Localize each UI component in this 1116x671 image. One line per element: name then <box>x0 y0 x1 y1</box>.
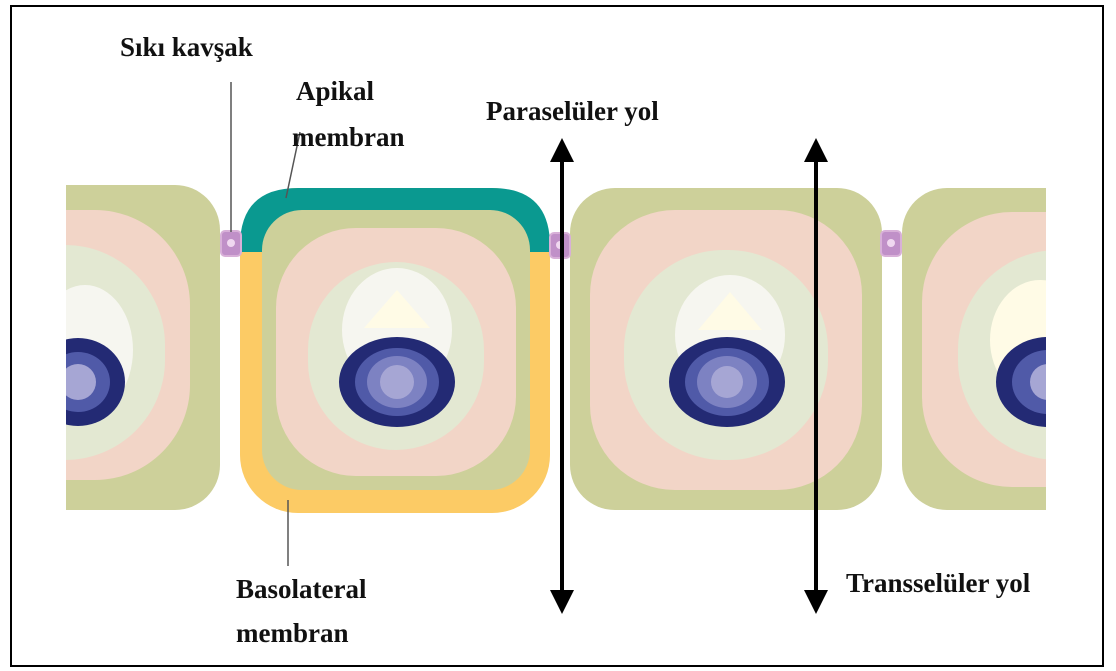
epithelial-cell-far-right <box>902 188 1116 510</box>
nucleolus <box>711 366 743 398</box>
basolateral-membrane-label-line2: membran <box>236 618 348 648</box>
nucleus <box>996 337 1100 427</box>
epithelial-cell-right <box>570 188 882 510</box>
transcellular-pathway-label: Transselüler yol <box>846 568 1031 598</box>
nucleolus <box>60 364 96 400</box>
tight-junction-label: Sıkı kavşak <box>120 32 253 62</box>
epithelial-cell-left <box>0 185 220 510</box>
apical-membrane-label-line1: Apikal <box>296 76 375 106</box>
nucleolus <box>1030 364 1066 400</box>
basolateral-membrane-label-line1: Basolateral <box>236 574 367 604</box>
epithelial-cell-center <box>240 188 550 513</box>
apical-membrane-label-line2: membran <box>292 122 404 152</box>
nucleolus <box>380 365 414 399</box>
paracellular-pathway-label: Paraselüler yol <box>486 96 659 126</box>
